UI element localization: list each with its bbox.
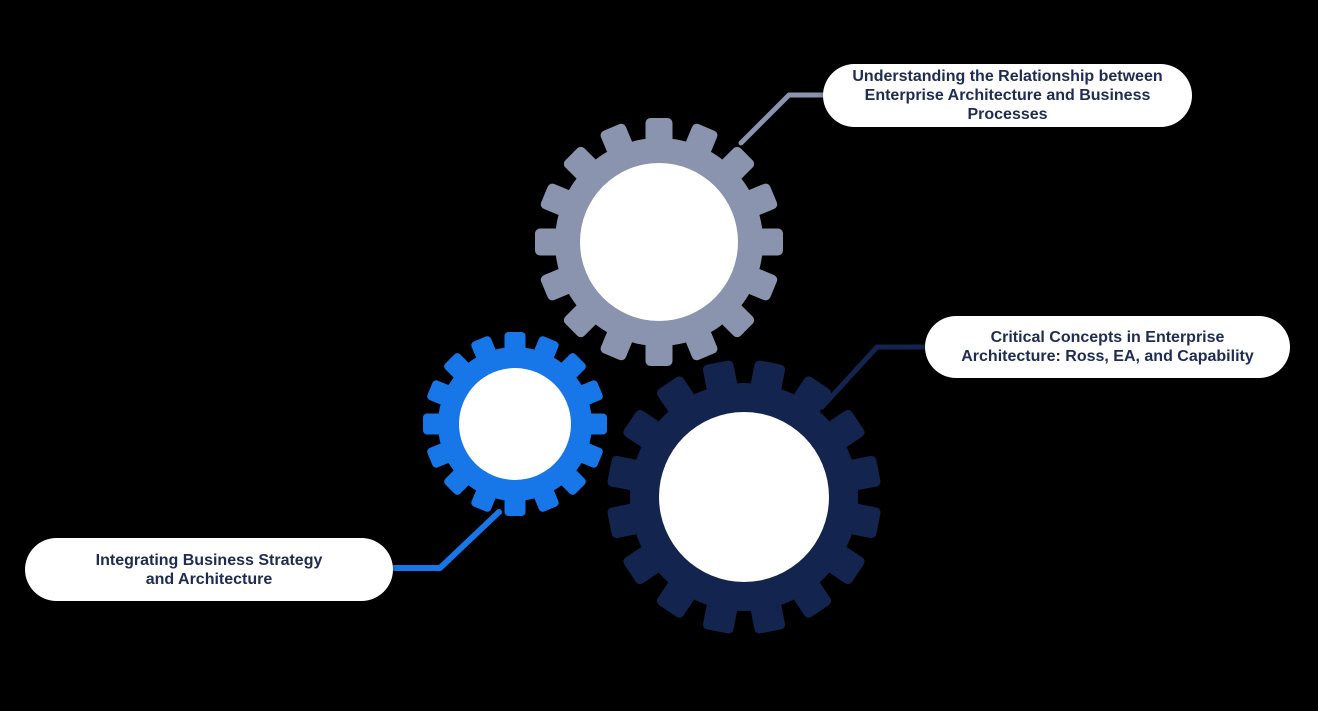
connector-blue-gear-to-callout xyxy=(391,509,502,571)
blue-gear xyxy=(423,332,607,516)
gray-gear xyxy=(535,118,783,366)
connector-gray-gear-to-callout xyxy=(738,92,831,146)
callout-understanding-relationship: Understanding the Relationship between E… xyxy=(823,64,1192,127)
connector-navy-gear-to-callout xyxy=(819,344,931,410)
callout-critical-concepts: Critical Concepts in Enterprise Architec… xyxy=(925,316,1290,378)
callout-critical-concepts-label: Critical Concepts in Enterprise Architec… xyxy=(961,329,1254,365)
callout-integrating-business-label: Integrating Business Strategy and Archit… xyxy=(95,551,323,588)
callout-integrating-business: Integrating Business Strategy and Archit… xyxy=(25,538,393,601)
callout-understanding-relationship-label: Understanding the Relationship between E… xyxy=(852,68,1163,123)
blue-gear-hub xyxy=(459,368,571,480)
navy-gear xyxy=(607,360,881,634)
navy-gear-hub xyxy=(659,412,829,582)
gray-gear-hub xyxy=(580,163,738,321)
